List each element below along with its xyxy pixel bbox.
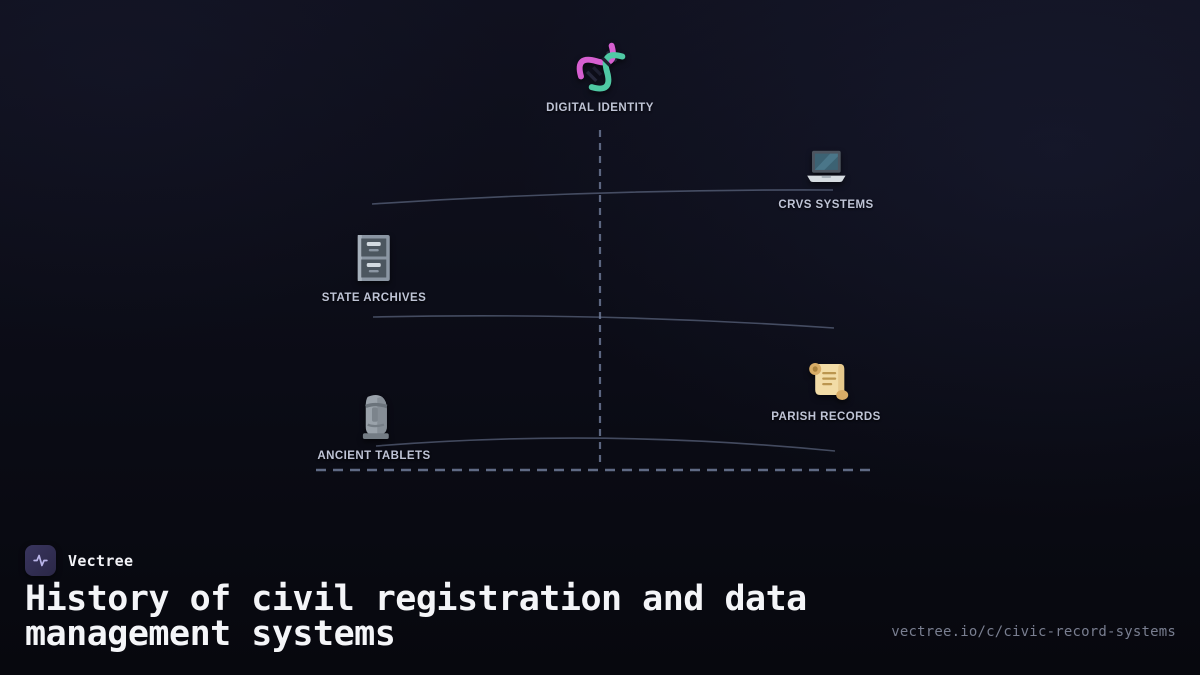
branch-arc-middle [372,315,835,329]
node-crvs-systems: CRVS SYSTEMS [778,145,873,211]
file-cabinet-icon [350,232,398,284]
brand-name: Vectree [68,551,134,570]
page-url: vectree.io/c/civic-record-systems [891,624,1176,640]
dna-icon [574,42,626,94]
node-state-archives: STATE ARCHIVES [322,232,426,304]
node-label: DIGITAL IDENTITY [546,102,654,114]
node-ancient-tablets: ANCIENT TABLETS [317,392,430,462]
brand-row: Vectree [25,545,133,576]
node-label: STATE ARCHIVES [321,292,427,304]
page-title: History of civil registration and data m… [25,579,807,654]
node-label: PARISH RECORDS [771,411,881,423]
branch-arc-bottom [375,437,836,452]
node-label: ANCIENT TABLETS [317,450,431,462]
branch-arc-top [371,189,834,205]
laptop-icon [803,145,849,191]
vectree-logo [25,545,56,576]
moai-icon [351,392,397,442]
node-label: CRVS SYSTEMS [778,199,874,211]
node-digital-identity: DIGITAL IDENTITY [546,42,654,114]
scroll-icon [802,355,850,403]
node-parish-records: PARISH RECORDS [771,355,881,423]
